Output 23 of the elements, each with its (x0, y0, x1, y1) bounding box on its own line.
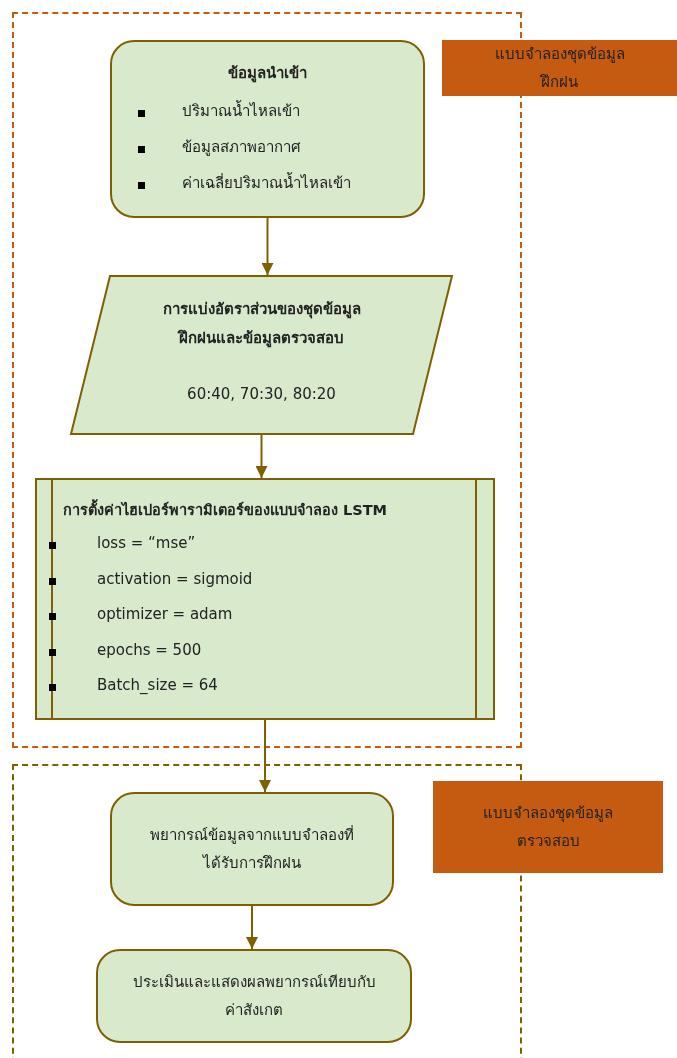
box-text: 60:40, 70:30, 80:20 (186, 384, 337, 405)
list-item-text: ปริมาณน้ำไหลเข้า (182, 100, 300, 122)
arrow (246, 905, 258, 950)
list-item-text: optimizer = adam (97, 604, 233, 625)
arrow (259, 719, 271, 793)
section-label: แบบจำลองชุดข้อมูลฝึกฝน (442, 40, 677, 96)
box-text: พยากรณ์ข้อมูลจากแบบจำลองที่ได้รับการฝึกฝน (149, 824, 355, 874)
list-item-text: ค่าเฉลี่ยปริมาณน้ำไหลเข้า (182, 172, 351, 194)
section-label: แบบจำลองชุดข้อมูลตรวจสอบ (433, 781, 663, 873)
list-item-text: Batch_size = 64 (97, 675, 218, 696)
box-heading: ข้อมูลนำเข้า (227, 63, 308, 85)
list-item-text: ข้อมูลสภาพอากาศ (182, 137, 301, 158)
list-item-text: activation = sigmoid (97, 568, 253, 590)
process-box (96, 949, 412, 1043)
box-heading: การแบ่งอัตราส่วนของชุดข้อมูลฝึกฝนและข้อมูลตรวจสอบ (161, 299, 362, 350)
list-item-text: epochs = 500 (97, 639, 202, 661)
arrow (255, 434, 268, 479)
process-box (110, 792, 394, 906)
box-heading: การตั้งค่าไฮเปอร์พารามิเตอร์ของแบบจำลอง LSTM (63, 500, 388, 522)
box-text: ประเมินและแสดงผลพยากรณ์เทียบกับค่าสังเกต (131, 971, 377, 1021)
arrow (261, 217, 274, 276)
list-item-text: loss = “mse” (97, 533, 196, 554)
process-box (110, 40, 425, 218)
